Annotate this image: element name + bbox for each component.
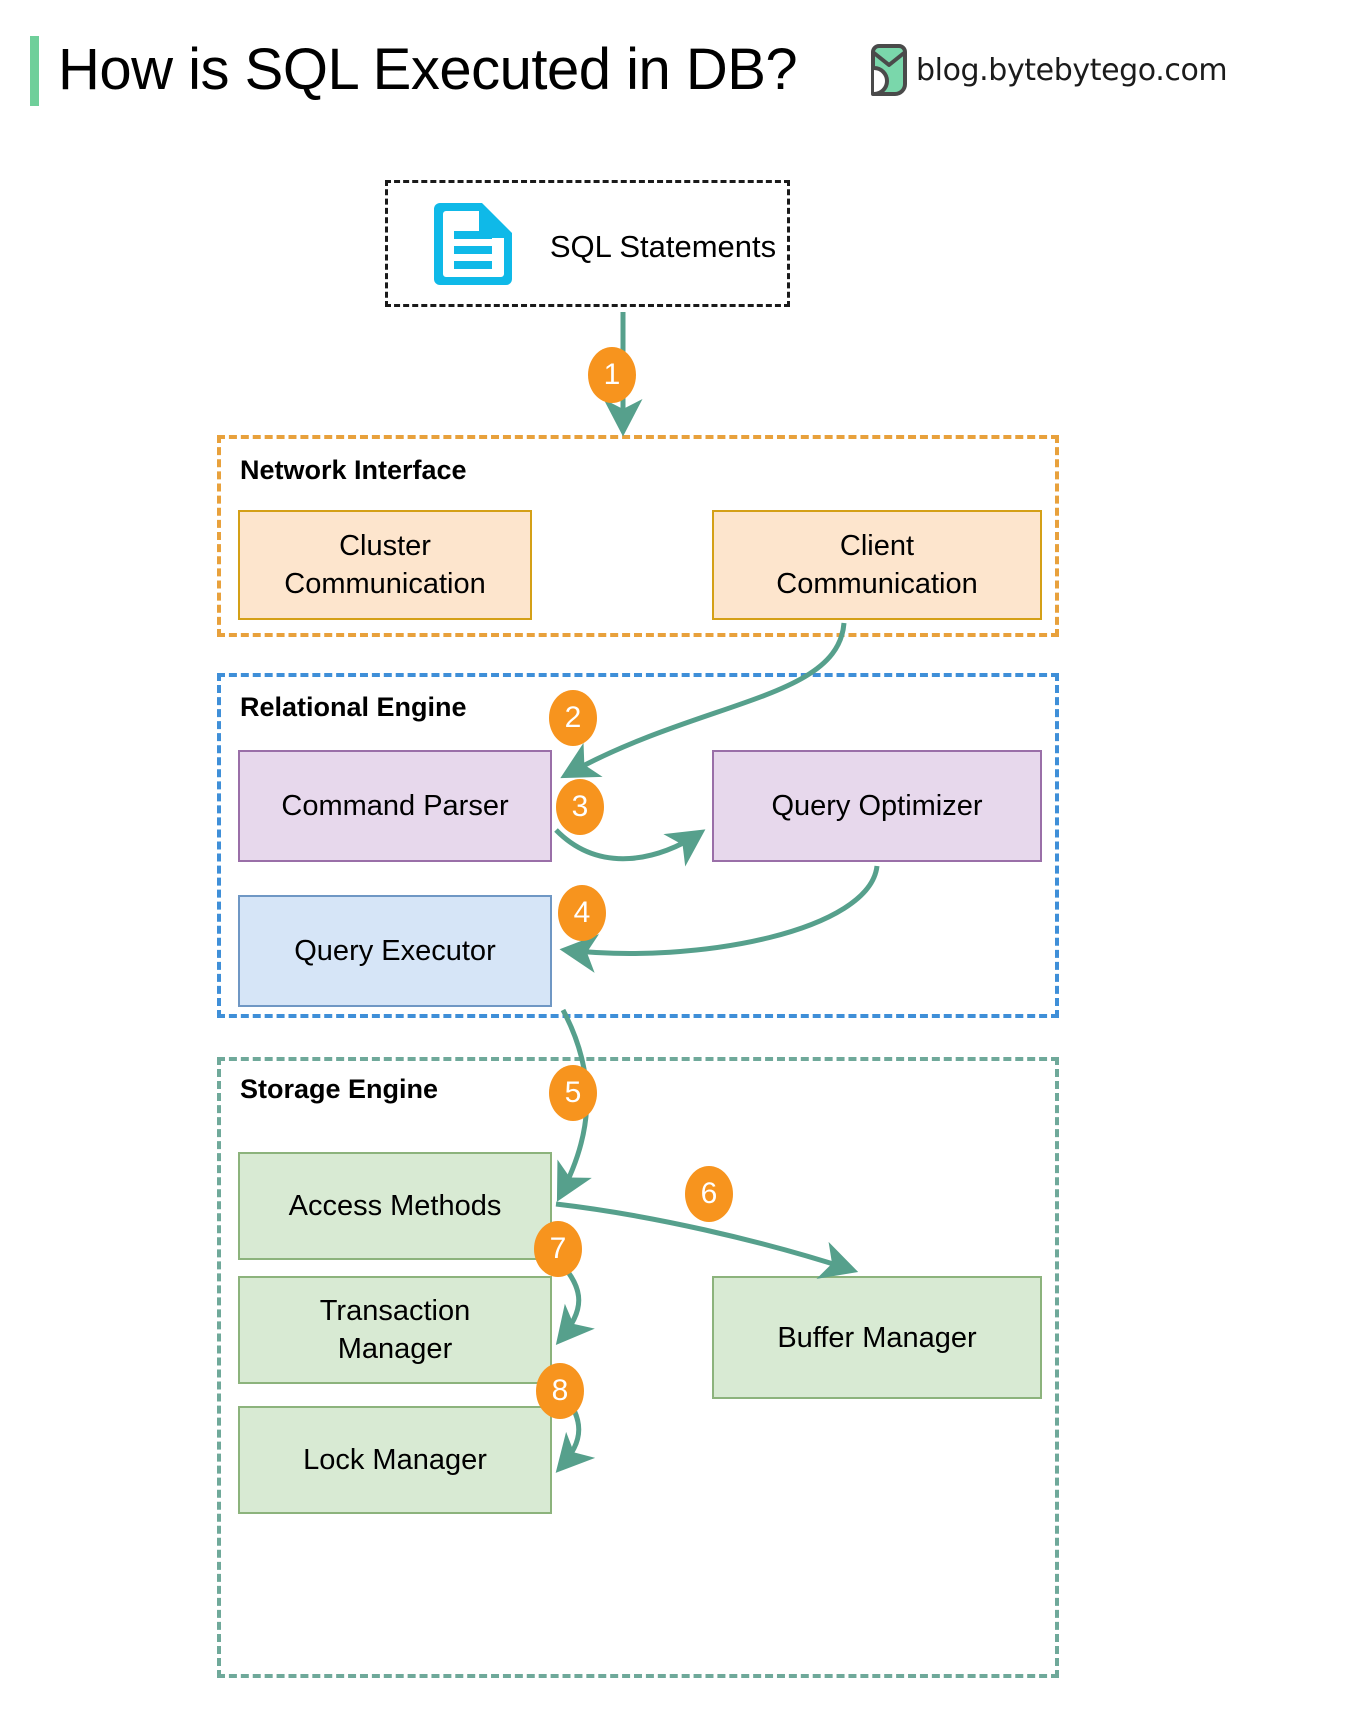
node-query-optimizer[interactable]: Query Optimizer bbox=[712, 750, 1042, 862]
sql-statements-box: SQL Statements bbox=[385, 180, 790, 307]
node-label: Lock Manager bbox=[303, 1444, 487, 1476]
node-buffer-manager[interactable]: Buffer Manager bbox=[712, 1276, 1042, 1399]
brand-url: blog.bytebytego.com bbox=[916, 52, 1228, 88]
title-accent-bar bbox=[30, 36, 39, 106]
document-icon bbox=[424, 201, 516, 293]
step-badge-8: 8 bbox=[536, 1363, 584, 1419]
brand: blog.bytebytego.com bbox=[869, 42, 1228, 98]
node-label: Transaction Manager bbox=[319, 1295, 471, 1365]
node-access-methods[interactable]: Access Methods bbox=[238, 1152, 552, 1260]
step-badge-5: 5 bbox=[549, 1065, 597, 1121]
node-label: Command Parser bbox=[281, 790, 509, 822]
node-transaction-manager[interactable]: Transaction Manager bbox=[238, 1276, 552, 1384]
step-badge-2: 2 bbox=[549, 690, 597, 746]
node-command-parser[interactable]: Command Parser bbox=[238, 750, 552, 862]
node-cluster-communication[interactable]: Cluster Communication bbox=[238, 510, 532, 620]
group-title-network-interface: Network Interface bbox=[240, 455, 467, 485]
group-title-relational-engine: Relational Engine bbox=[240, 692, 467, 722]
node-label: Buffer Manager bbox=[777, 1321, 977, 1354]
step-badge-1: 1 bbox=[588, 347, 636, 403]
header: How is SQL Executed in DB? blog.bytebyte… bbox=[0, 0, 1358, 140]
page-title: How is SQL Executed in DB? bbox=[58, 37, 798, 102]
node-label: Cluster Communication bbox=[284, 530, 486, 600]
sql-statements-label: SQL Statements bbox=[549, 228, 777, 264]
step-badge-4: 4 bbox=[558, 885, 606, 941]
step-badge-7: 7 bbox=[534, 1221, 582, 1277]
node-query-executor[interactable]: Query Executor bbox=[238, 895, 552, 1007]
step-badge-6: 6 bbox=[685, 1166, 733, 1222]
group-title-storage-engine: Storage Engine bbox=[240, 1074, 439, 1104]
step-badge-3: 3 bbox=[556, 779, 604, 835]
node-label: Query Executor bbox=[294, 935, 496, 967]
node-label: Query Optimizer bbox=[771, 790, 983, 822]
node-lock-manager[interactable]: Lock Manager bbox=[238, 1406, 552, 1514]
node-client-communication[interactable]: Client Communication bbox=[712, 510, 1042, 620]
group-storage-engine bbox=[217, 1057, 1059, 1678]
bytebytego-logo-icon bbox=[869, 44, 909, 96]
node-label: Access Methods bbox=[288, 1190, 502, 1222]
node-label: Client Communication bbox=[776, 530, 978, 600]
